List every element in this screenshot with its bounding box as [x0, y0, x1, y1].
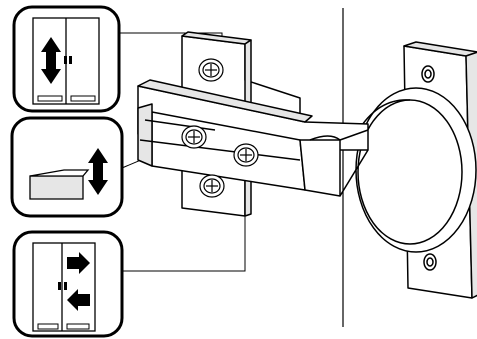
hinge-cup [355, 87, 477, 253]
screw-bottom [199, 174, 225, 198]
screw-lateral [233, 143, 259, 167]
door-depth-adjust-icon [10, 116, 124, 218]
door-vertical-adjust-icon [12, 5, 121, 113]
screw-depth [181, 125, 207, 149]
screw-top [198, 58, 224, 82]
door-lateral-adjust-icon [12, 230, 124, 338]
